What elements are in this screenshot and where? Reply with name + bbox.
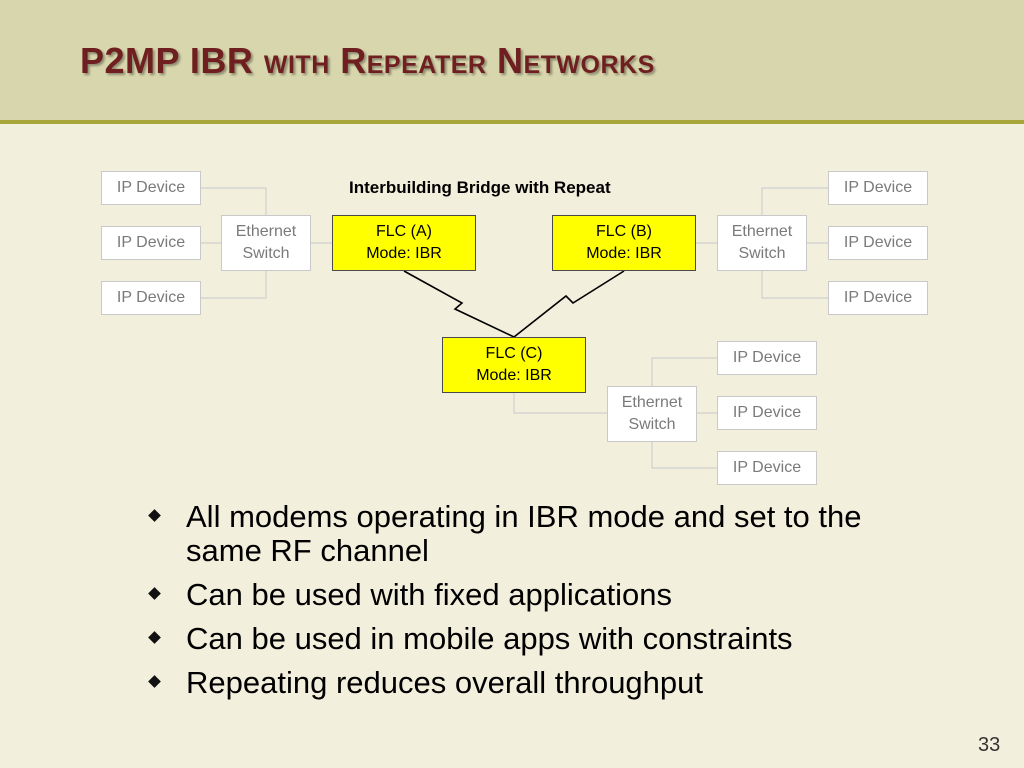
rf-link-flc-b-c: [513, 270, 625, 338]
flc-c-label: FLC (C): [485, 345, 543, 362]
ethernet-switch-right: Ethernet Switch: [717, 215, 807, 271]
ip-device-right-3: IP Device: [828, 281, 928, 315]
slide-header: [0, 0, 1024, 120]
link-flc-c-bottom-switch: [513, 392, 607, 414]
bullet-item: Can be used in mobile apps with constrai…: [148, 621, 870, 656]
switch-label-line1: Ethernet: [731, 223, 793, 240]
flc-c-mode: Mode: IBR: [476, 367, 552, 384]
link-left-ip1-switch: [201, 187, 267, 215]
switch-label-line1: Ethernet: [621, 394, 683, 411]
flc-a-label: FLC (A): [376, 223, 432, 240]
flc-c-node: FLC (C) Mode: IBR: [442, 337, 586, 393]
ip-device-bottom-2: IP Device: [717, 396, 817, 430]
ip-device-left-1: IP Device: [101, 171, 201, 205]
flc-b-label: FLC (B): [596, 223, 652, 240]
diamond-bullet-icon: [148, 509, 161, 522]
flc-b-node: FLC (B) Mode: IBR: [552, 215, 696, 271]
ip-device-left-2: IP Device: [101, 226, 201, 260]
bullet-list: All modems operating in IBR mode and set…: [148, 499, 870, 710]
switch-label-line2: Switch: [738, 245, 786, 262]
diamond-bullet-icon: [148, 587, 161, 600]
header-divider: [0, 120, 1024, 124]
flc-b-mode: Mode: IBR: [586, 245, 662, 262]
flc-a-mode: Mode: IBR: [366, 245, 442, 262]
link-bottom-switch-ip3: [651, 440, 717, 469]
bullet-text: Can be used with fixed applications: [186, 577, 672, 612]
switch-label-line2: Switch: [242, 245, 290, 262]
ip-device-bottom-1: IP Device: [717, 341, 817, 375]
bullet-item: Repeating reduces overall throughput: [148, 665, 870, 700]
flc-a-node: FLC (A) Mode: IBR: [332, 215, 476, 271]
link-right-switch-ip3: [761, 271, 828, 299]
ethernet-switch-bottom: Ethernet Switch: [607, 386, 697, 442]
ip-device-left-3: IP Device: [101, 281, 201, 315]
switch-label-line2: Switch: [628, 416, 676, 433]
link-left-ip3-switch: [201, 271, 267, 299]
diagram-title: Interbuilding Bridge with Repeat: [349, 178, 611, 197]
bullet-item: Can be used with fixed applications: [148, 577, 870, 612]
bullet-item: All modems operating in IBR mode and set…: [148, 499, 870, 568]
page-number: 33: [978, 734, 1001, 756]
bullet-text: Can be used in mobile apps with constrai…: [186, 621, 793, 656]
ip-device-bottom-3: IP Device: [717, 451, 817, 485]
link-right-switch-ip1: [761, 187, 828, 215]
diamond-bullet-icon: [148, 675, 161, 688]
ip-device-right-2: IP Device: [828, 226, 928, 260]
ip-device-right-1: IP Device: [828, 171, 928, 205]
bullet-text: All modems operating in IBR mode and set…: [186, 499, 862, 568]
ethernet-switch-left: Ethernet Switch: [221, 215, 311, 271]
slide-title: P2MP IBR with Repeater Networks: [80, 40, 655, 81]
link-bottom-switch-ip1: [651, 357, 717, 386]
rf-link-flc-a-c: [403, 270, 515, 338]
diamond-bullet-icon: [148, 631, 161, 644]
switch-label-line1: Ethernet: [235, 223, 297, 240]
bullet-text: Repeating reduces overall throughput: [186, 665, 704, 700]
